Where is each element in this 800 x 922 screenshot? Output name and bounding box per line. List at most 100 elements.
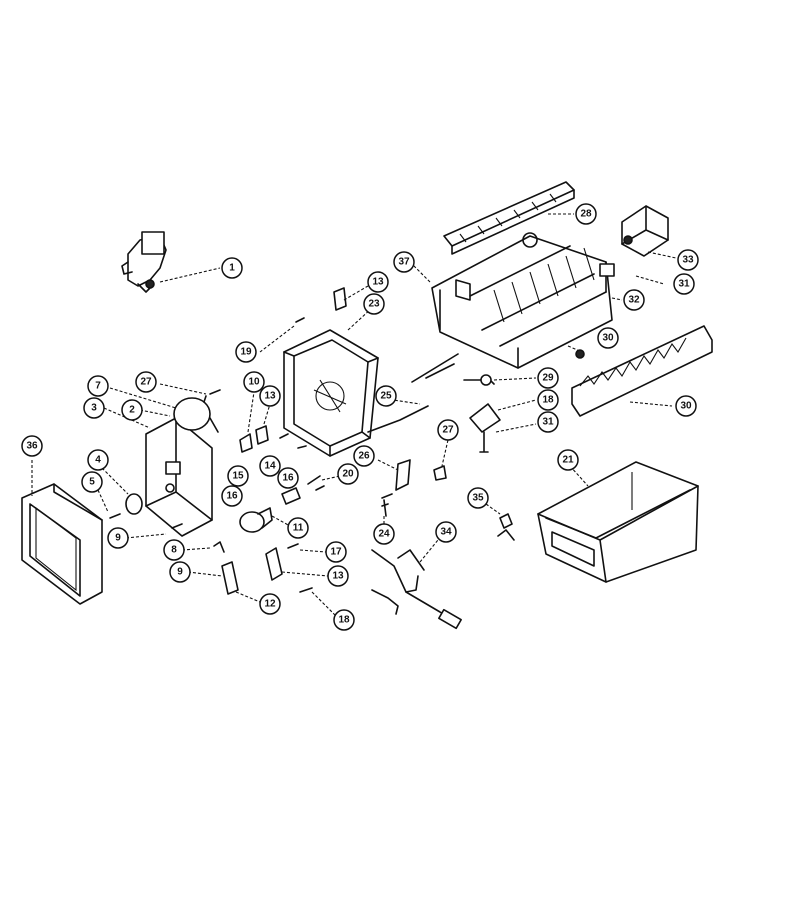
ice-mold-part [409, 232, 665, 369]
svg-text:35: 35 [472, 493, 484, 504]
callout-16: 16 [277, 467, 299, 489]
svg-text:31: 31 [678, 279, 690, 290]
motor-part [109, 383, 221, 433]
callout-5: 5 [81, 471, 103, 493]
callout-9: 9 [107, 527, 129, 549]
callout-28: 28 [575, 203, 597, 225]
callout-35: 35 [467, 487, 489, 509]
svg-text:7: 7 [95, 381, 101, 392]
svg-text:23: 23 [368, 299, 380, 310]
callout-27-b: 27 [437, 419, 459, 441]
svg-text:25: 25 [380, 391, 392, 402]
heater-part [571, 325, 713, 417]
switch-parts [239, 391, 411, 505]
svg-text:19: 19 [240, 347, 252, 358]
callout-27: 27 [135, 371, 157, 393]
callout-13: 13 [367, 271, 389, 293]
svg-text:36: 36 [26, 441, 38, 452]
shaft-part [181, 507, 291, 553]
svg-text:16: 16 [226, 491, 238, 502]
svg-text:4: 4 [95, 455, 101, 466]
callout-19: 19 [235, 341, 257, 363]
svg-text:1: 1 [229, 263, 235, 274]
callout-16-b: 16 [221, 485, 243, 507]
callout-30-b: 30 [675, 395, 697, 417]
callout-31: 31 [673, 273, 695, 295]
svg-text:32: 32 [628, 295, 640, 306]
svg-text:13: 13 [332, 571, 344, 582]
callout-15: 15 [227, 465, 249, 487]
callout-9-b: 9 [169, 561, 191, 583]
svg-text:10: 10 [248, 377, 260, 388]
svg-text:17: 17 [330, 547, 342, 558]
svg-text:12: 12 [264, 599, 276, 610]
svg-text:16: 16 [282, 473, 294, 484]
svg-text:24: 24 [378, 529, 390, 540]
callout-1: 1 [221, 257, 243, 279]
svg-text:14: 14 [264, 461, 276, 472]
callout-14: 14 [259, 455, 281, 477]
svg-text:30: 30 [602, 333, 614, 344]
svg-text:18: 18 [542, 395, 554, 406]
callout-2: 2 [121, 399, 143, 421]
callout-10: 10 [243, 371, 265, 393]
callout-3: 3 [83, 397, 105, 419]
svg-text:8: 8 [171, 545, 177, 556]
svg-text:9: 9 [115, 533, 121, 544]
svg-text:30: 30 [680, 401, 692, 412]
thermostat-part [463, 374, 537, 453]
callout-8: 8 [163, 539, 185, 561]
callout-29: 29 [537, 367, 559, 389]
control-housing-part [259, 285, 459, 457]
svg-text:37: 37 [398, 257, 410, 268]
callout-36: 36 [21, 435, 43, 457]
callout-25: 25 [375, 385, 397, 407]
callout-26: 26 [353, 445, 375, 467]
callout-18-b: 18 [333, 609, 355, 631]
svg-text:5: 5 [89, 477, 95, 488]
lever-parts [187, 543, 337, 617]
svg-text:15: 15 [232, 471, 244, 482]
svg-text:33: 33 [682, 255, 694, 266]
svg-text:11: 11 [293, 523, 304, 534]
ice-bucket-part [537, 461, 699, 583]
svg-text:3: 3 [91, 403, 97, 414]
svg-text:2: 2 [129, 405, 135, 416]
water-valve-part [121, 231, 221, 293]
callout-32: 32 [623, 289, 645, 311]
svg-text:18: 18 [338, 615, 350, 626]
svg-text:9: 9 [177, 567, 183, 578]
callout-30: 30 [597, 327, 619, 349]
svg-text:34: 34 [440, 527, 452, 538]
callout-20: 20 [337, 463, 359, 485]
callout-7: 7 [87, 375, 109, 397]
callout-21: 21 [557, 449, 579, 471]
wiring-harness-part [371, 439, 515, 630]
callout-11: 11 [287, 517, 309, 539]
callout-13-b: 13 [259, 385, 281, 407]
callout-31-b: 31 [537, 411, 559, 433]
svg-text:27: 27 [442, 425, 454, 436]
svg-text:29: 29 [542, 373, 554, 384]
front-cover-part [21, 460, 103, 605]
knob-parts [97, 467, 183, 539]
svg-text:20: 20 [342, 469, 354, 480]
svg-text:28: 28 [580, 209, 592, 220]
callout-13-c: 13 [327, 565, 349, 587]
mounting-plate-part [103, 407, 213, 537]
callout-33: 33 [677, 249, 699, 271]
callout-37: 37 [393, 251, 415, 273]
callout-18: 18 [537, 389, 559, 411]
svg-text:21: 21 [562, 455, 574, 466]
callout-34: 34 [435, 521, 457, 543]
svg-text:26: 26 [358, 451, 370, 462]
callout-4: 4 [87, 449, 109, 471]
callout-17: 17 [325, 541, 347, 563]
callout-12: 12 [259, 593, 281, 615]
callout-23: 23 [363, 293, 385, 315]
svg-text:13: 13 [264, 391, 276, 402]
svg-text:27: 27 [140, 377, 152, 388]
callout-24: 24 [373, 523, 395, 545]
svg-text:31: 31 [542, 417, 554, 428]
